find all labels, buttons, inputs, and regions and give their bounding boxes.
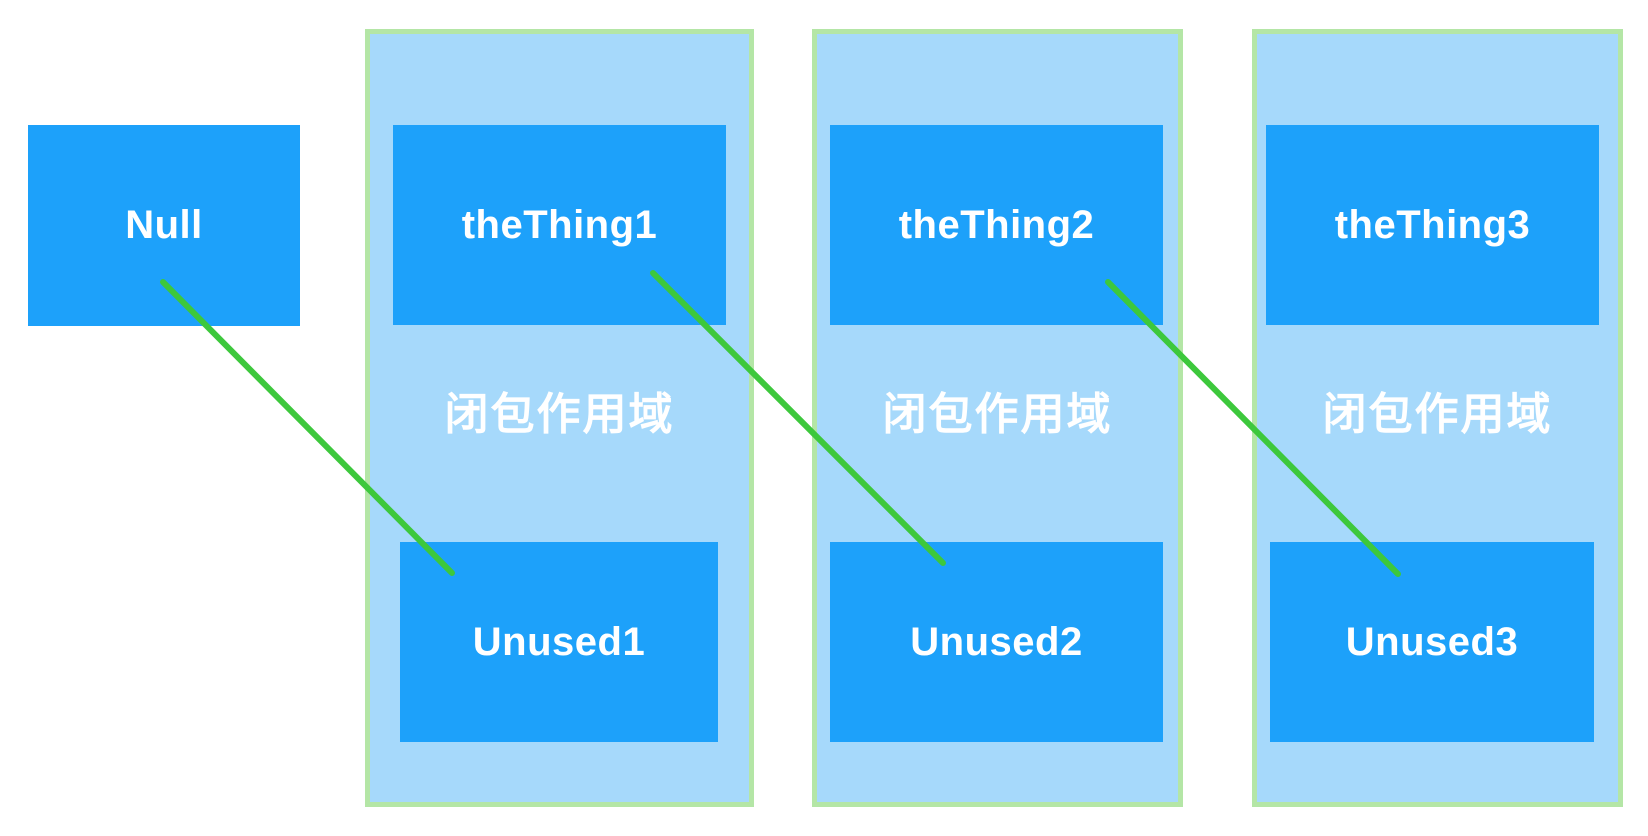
closure-scope-container-3: theThing3 闭包作用域 Unused3 — [1252, 29, 1623, 807]
closure-scope-label-2: 闭包作用域 — [882, 390, 1113, 439]
unused-box-2-label: Unused2 — [910, 619, 1083, 664]
closure-scope-container-1: theThing1 闭包作用域 Unused1 — [365, 29, 754, 807]
thing-box-2: theThing2 — [830, 125, 1163, 325]
unused-box-2: Unused2 — [830, 542, 1163, 742]
unused-box-1: Unused1 — [400, 542, 718, 742]
closure-scope-container-2: theThing2 闭包作用域 Unused2 — [812, 29, 1183, 807]
thing-box-3: theThing3 — [1266, 125, 1599, 325]
unused-box-1-label: Unused1 — [472, 619, 646, 664]
thing-box-2-label: theThing2 — [898, 202, 1095, 247]
closure-scope-label-3: 闭包作用域 — [1322, 390, 1553, 439]
thing-box-1-label: theThing1 — [461, 202, 658, 247]
unused-box-3-label: Unused3 — [1345, 619, 1519, 664]
null-box-label: Null — [125, 203, 203, 247]
thing-box-3-label: theThing3 — [1334, 202, 1531, 247]
closure-scope-label-1: 闭包作用域 — [444, 390, 675, 439]
null-box: Null — [28, 125, 300, 326]
thing-box-1: theThing1 — [393, 125, 726, 325]
unused-box-3: Unused3 — [1270, 542, 1594, 742]
